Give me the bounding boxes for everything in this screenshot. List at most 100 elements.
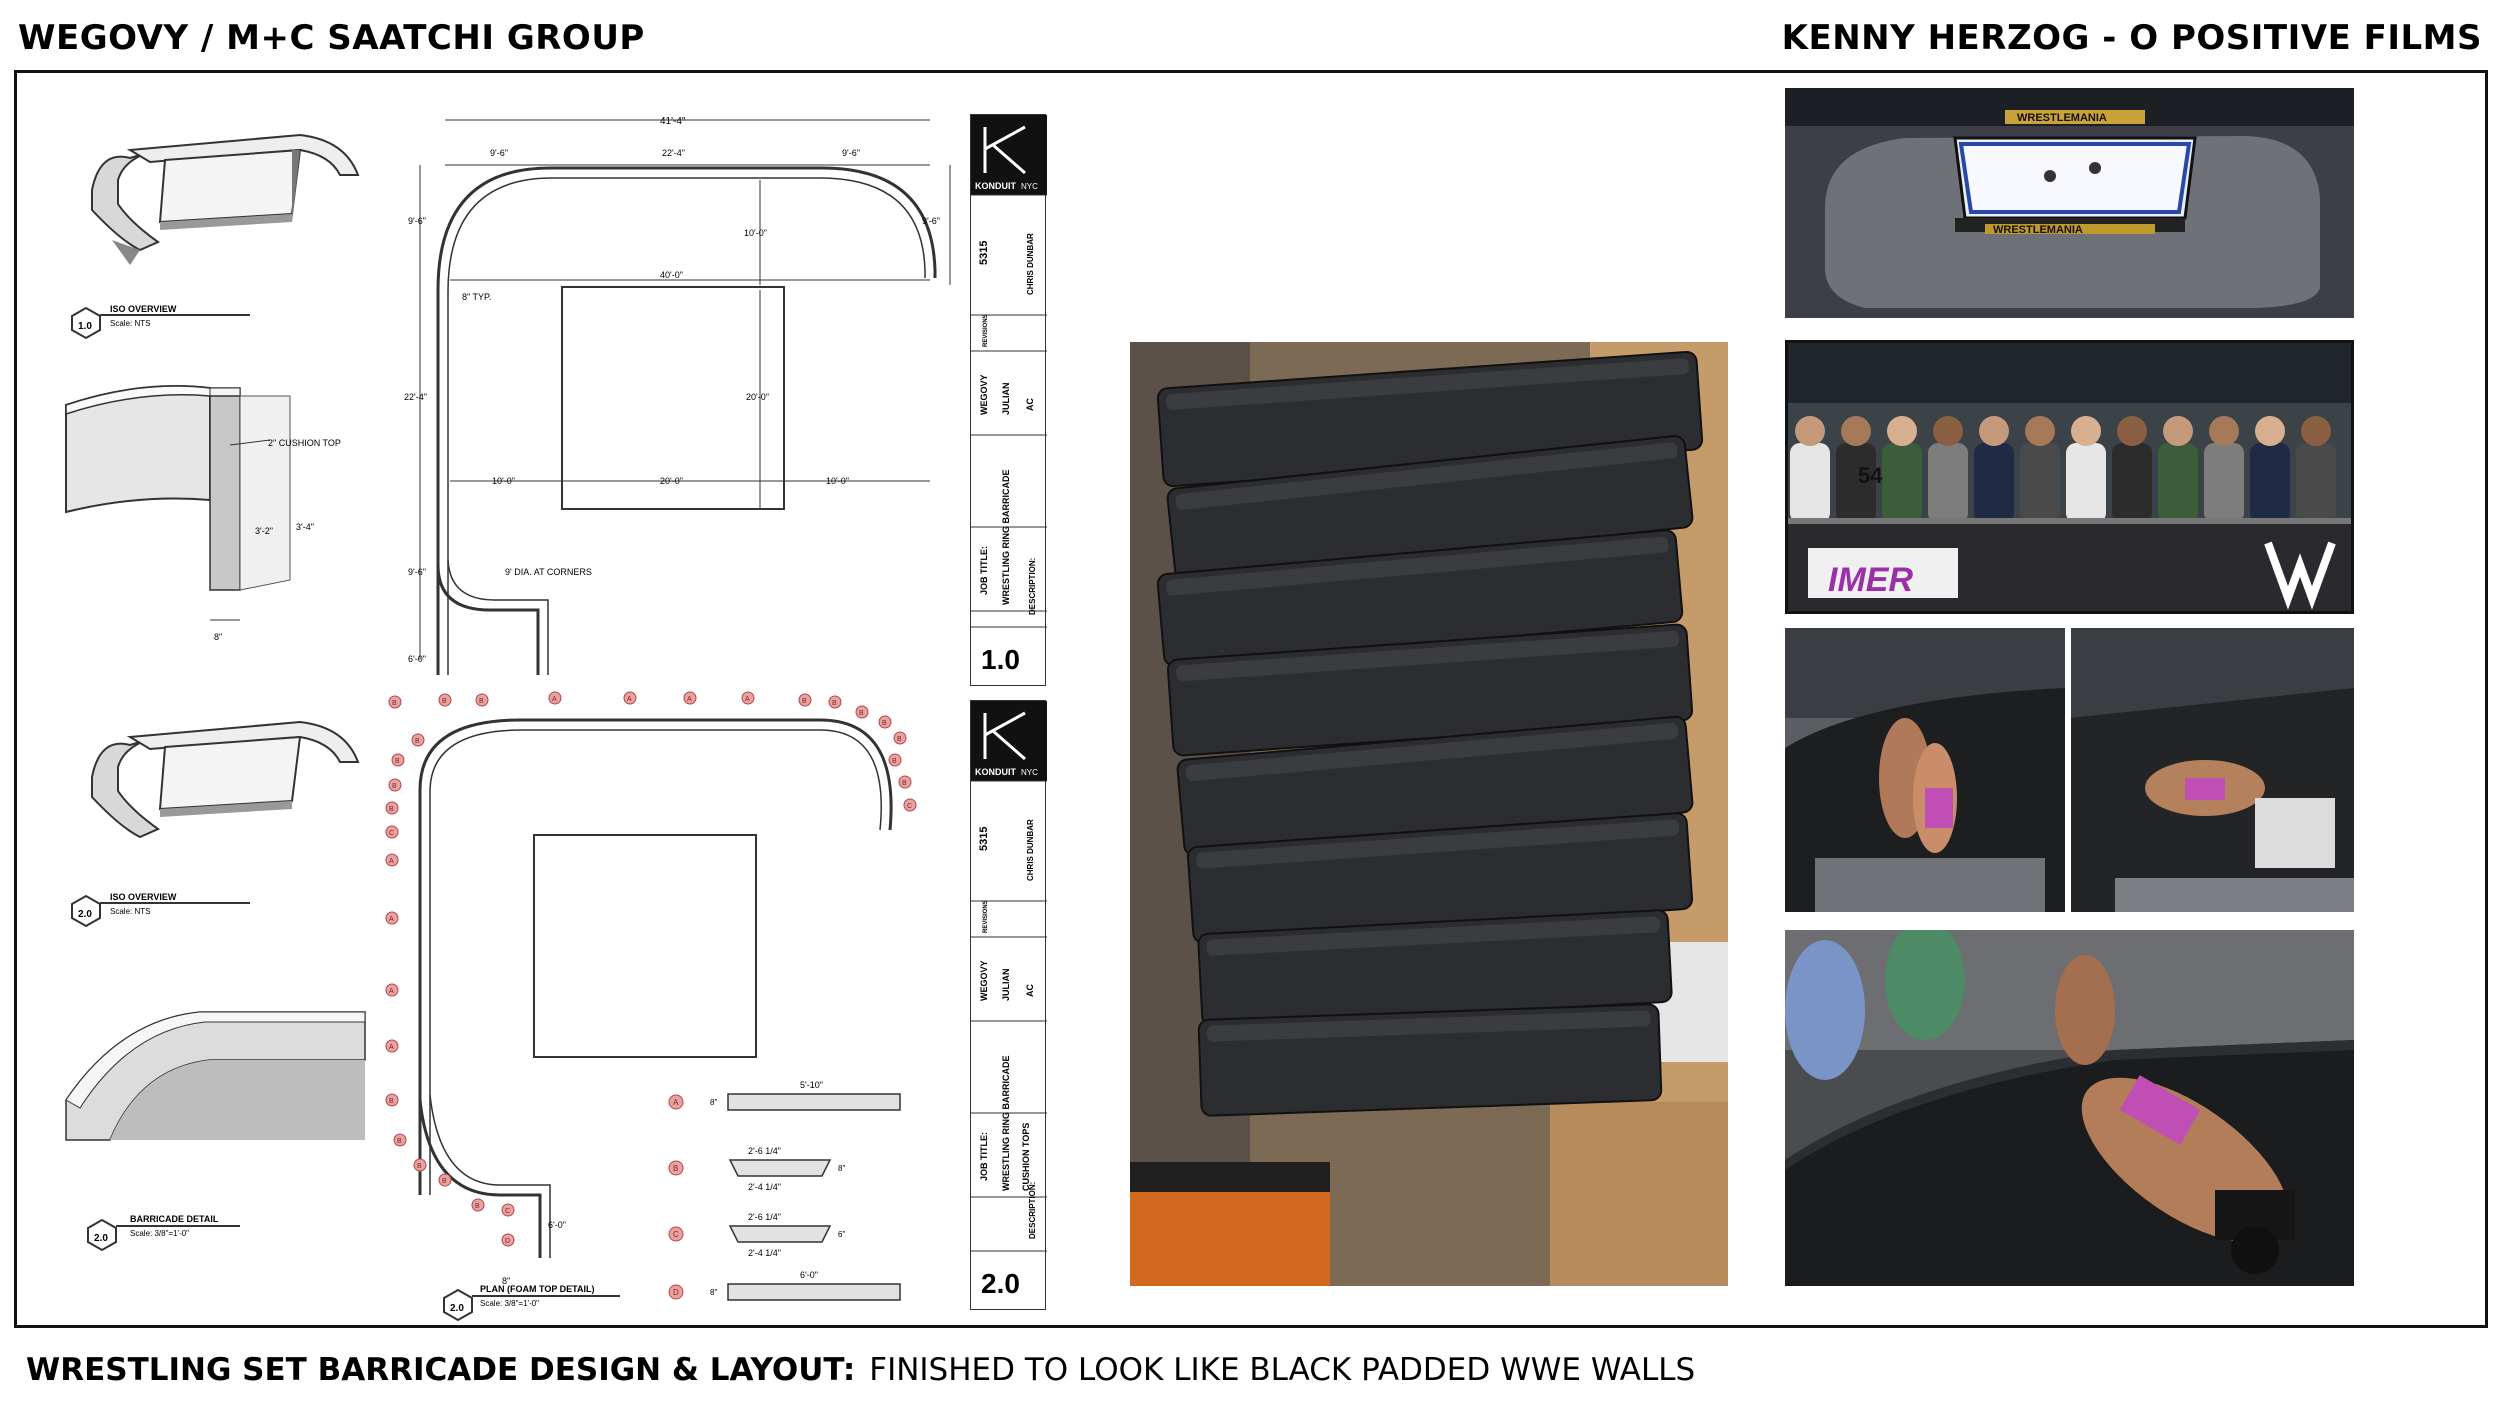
- footer-label: WRESTLING SET BARRICADE DESIGN & LAYOUT:: [26, 1352, 856, 1388]
- foam-tag-letter: B: [417, 1163, 422, 1170]
- legend-tag-b: [668, 1160, 684, 1176]
- crowd-person-body: [2112, 443, 2152, 523]
- foam-tag-marker: [475, 693, 489, 707]
- crowd-person-head: [1979, 416, 2009, 446]
- header-right-title: KENNY HERZOG - O POSITIVE FILMS: [1781, 18, 2482, 58]
- foam-tag-marker: [385, 911, 399, 925]
- dim-right-seg: 9'-6": [842, 148, 860, 158]
- black-pad-highlight: [1206, 1010, 1651, 1042]
- crowd-person-body: [1928, 443, 1968, 523]
- client-name: WEGOVY: [979, 374, 989, 415]
- dim-left-mid: 22'-4": [404, 392, 427, 402]
- foam-tag-marker: [501, 1233, 515, 1247]
- foam-tag-marker: [413, 1158, 427, 1172]
- foam-tag-letter: B: [389, 1098, 394, 1105]
- job-title-label: JOB TITLE:: [979, 546, 989, 595]
- dim-overall: 41'-4": [660, 116, 686, 127]
- legend-bottom-dim: 2'-4 1/4": [748, 1248, 781, 1258]
- crowd-person-body: [2204, 443, 2244, 523]
- foam-tag-letter: B: [892, 758, 897, 765]
- foam-tag-marker: [385, 1039, 399, 1053]
- foam-tag-letter: A: [745, 696, 750, 703]
- plan2-scale: Scale: 3/8"=1'-0": [480, 1299, 539, 1308]
- crowd-person-body: [2066, 443, 2106, 523]
- crowd-jersey-number: 54: [1858, 463, 1883, 488]
- foam-tag-letter: A: [389, 1044, 394, 1051]
- konduit-logo-icon: [983, 711, 1026, 761]
- plan-2-text: 6'-0" 8" 2.0 PLAN (FOAM TOP DETAIL) Scal…: [443, 1220, 620, 1322]
- footer-description: FINISHED TO LOOK LIKE BLACK PADDED WWE W…: [869, 1352, 1696, 1388]
- foam-tag-marker: [798, 693, 812, 707]
- foam-tag-letter: B: [442, 1178, 447, 1185]
- iso-scale-2: Scale: NTS: [110, 907, 150, 916]
- black-pad-highlight: [1176, 630, 1680, 682]
- header-left-title: WEGOVY / M+C SAATCHI GROUP: [18, 18, 645, 58]
- plan-view-1: [419, 119, 951, 675]
- dim-wall-typ: 8" TYP.: [462, 292, 491, 302]
- legend-tag-d: [668, 1284, 684, 1300]
- board-frame: [14, 70, 2488, 1328]
- foam-tag-marker: [388, 695, 402, 709]
- dim-left-top: 9'-6": [408, 216, 426, 226]
- section-w: 8": [214, 632, 222, 642]
- foam-tag-letter: B: [902, 780, 907, 787]
- black-pad-highlight: [1196, 819, 1680, 869]
- foam-tag-letter: B: [389, 806, 394, 813]
- checked-by: AC: [1025, 398, 1035, 411]
- legend-top-dim: 6'-0": [800, 1270, 818, 1280]
- drawn-by: CHRIS DUNBAR: [1026, 819, 1035, 881]
- crowd-person-head: [2163, 416, 2193, 446]
- foam-tag-marker: [828, 695, 842, 709]
- foam-tag-letter: B: [882, 720, 887, 727]
- plan2-end-w: 8": [502, 1276, 510, 1286]
- crowd-person-head: [2025, 416, 2055, 446]
- legend-height-dim: 8": [710, 1288, 717, 1297]
- plan-dims-1: 41'-4" 9'-6" 22'-4" 9'-6" 9'-6" 10'-0" 4…: [404, 116, 940, 664]
- arena-top-banner-text: WRESTLEMANIA: [2017, 112, 2107, 124]
- konduit-logo-text: KONDUIT: [975, 181, 1016, 191]
- sheet-number: 2.0: [981, 1268, 1020, 1299]
- crowd-person-body: [1974, 443, 2014, 523]
- foam-tag-letter: D: [505, 1238, 510, 1245]
- foam-tag-marker: [438, 1173, 452, 1187]
- foam-tag-letter: B: [897, 736, 902, 743]
- pad-stack: [1156, 350, 1704, 1117]
- drawn-by: CHRIS DUNBAR: [1026, 233, 1035, 295]
- foam-tag-marker: [898, 775, 912, 789]
- foam-tag-marker: [385, 1093, 399, 1107]
- checked-by: AC: [1025, 984, 1035, 997]
- sheet-number: 1.0: [981, 644, 1020, 675]
- foam-tag-marker: [855, 705, 869, 719]
- crowd-person-head: [2071, 416, 2101, 446]
- revisions-label: REVISIONS: [983, 900, 989, 933]
- section-h1: 3'-2": [255, 526, 273, 536]
- crowd-person-body: [2296, 443, 2336, 523]
- crowd-person-head: [1887, 416, 1917, 446]
- dim-ring-height: 20'-0": [746, 392, 769, 402]
- crowd-person-head: [2255, 416, 2285, 446]
- dim-bottom-right: 10'-0": [826, 476, 849, 486]
- iso-tag-1: 1.0: [78, 321, 92, 332]
- foam-tag-letter: B: [415, 738, 420, 745]
- designer-name: JULIAN: [1001, 968, 1011, 1001]
- legend-foam-piece: [727, 1283, 901, 1301]
- legend-tag-letter: B: [673, 1164, 678, 1173]
- foam-tag-letter: C: [389, 830, 394, 837]
- revisions-label: REVISIONS: [983, 314, 989, 347]
- photo-wrestlemania-arena: WRESTLEMANIA WRESTLEMANIA: [1785, 88, 2354, 318]
- foam-tag-letter: B: [442, 698, 447, 705]
- crowd-person-body: [1882, 443, 1922, 523]
- legend-height-dim: 6": [838, 1230, 845, 1239]
- legend-tag-c: [668, 1226, 684, 1242]
- crowd-person-body: [1836, 443, 1876, 523]
- crowd-person-head: [2209, 416, 2239, 446]
- section-h2: 3'-4": [296, 522, 314, 532]
- designer-name: JULIAN: [1001, 382, 1011, 415]
- barricade-detail: 2.0 BARRICADE DETAIL Scale: 3/8"=1'-0": [65, 1011, 366, 1252]
- foam-tag-marker: [438, 693, 452, 707]
- detail-tag: 2.0: [94, 1233, 108, 1244]
